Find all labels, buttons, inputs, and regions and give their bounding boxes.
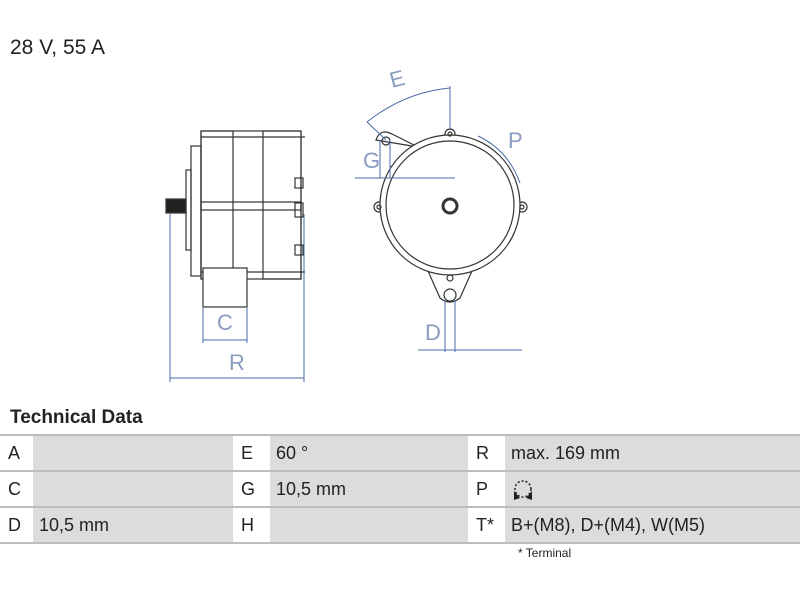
dim-label-e: E [387, 65, 408, 93]
cell-label: A [0, 436, 33, 470]
cell-value [33, 436, 233, 470]
side-view [165, 130, 305, 308]
cell-value [505, 472, 800, 506]
table-row: A E 60 ° R max. 169 mm [0, 436, 800, 472]
product-title: 28 V, 55 A [10, 36, 105, 59]
table-row: C G 10,5 mm P [0, 472, 800, 508]
cell-label: D [0, 508, 33, 542]
dim-label-r: R [229, 350, 245, 375]
cell-value: max. 169 mm [505, 436, 800, 470]
dimension-lines [169, 86, 522, 382]
cell-label: R [468, 436, 505, 470]
cell-value [33, 472, 233, 506]
cell-label: T* [468, 508, 505, 542]
dim-label-p: P [508, 128, 523, 153]
alternator-drawing: E P G C R D [165, 65, 528, 382]
cell-label: E [233, 436, 270, 470]
table-row: D 10,5 mm H T* B+(M8), D+(M4), W(M5) [0, 508, 800, 544]
dim-label-d: D [425, 320, 441, 345]
cell-label: P [468, 472, 505, 506]
rotation-both-directions-icon [514, 480, 532, 501]
cell-label: C [0, 472, 33, 506]
technical-data-heading: Technical Data [10, 407, 143, 428]
technical-data-table: A E 60 ° R max. 169 mm C G 10,5 mm P D 1… [0, 434, 800, 544]
cell-value: 10,5 mm [33, 508, 233, 542]
front-view [373, 128, 528, 303]
footnote: * Terminal [518, 546, 572, 560]
cell-value [270, 508, 468, 542]
cell-value: 10,5 mm [270, 472, 468, 506]
cell-value: B+(M8), D+(M4), W(M5) [505, 508, 800, 542]
cell-label: G [233, 472, 270, 506]
dim-label-g: G [363, 148, 380, 173]
cell-value: 60 ° [270, 436, 468, 470]
cell-label: H [233, 508, 270, 542]
dim-label-c: C [217, 310, 233, 335]
